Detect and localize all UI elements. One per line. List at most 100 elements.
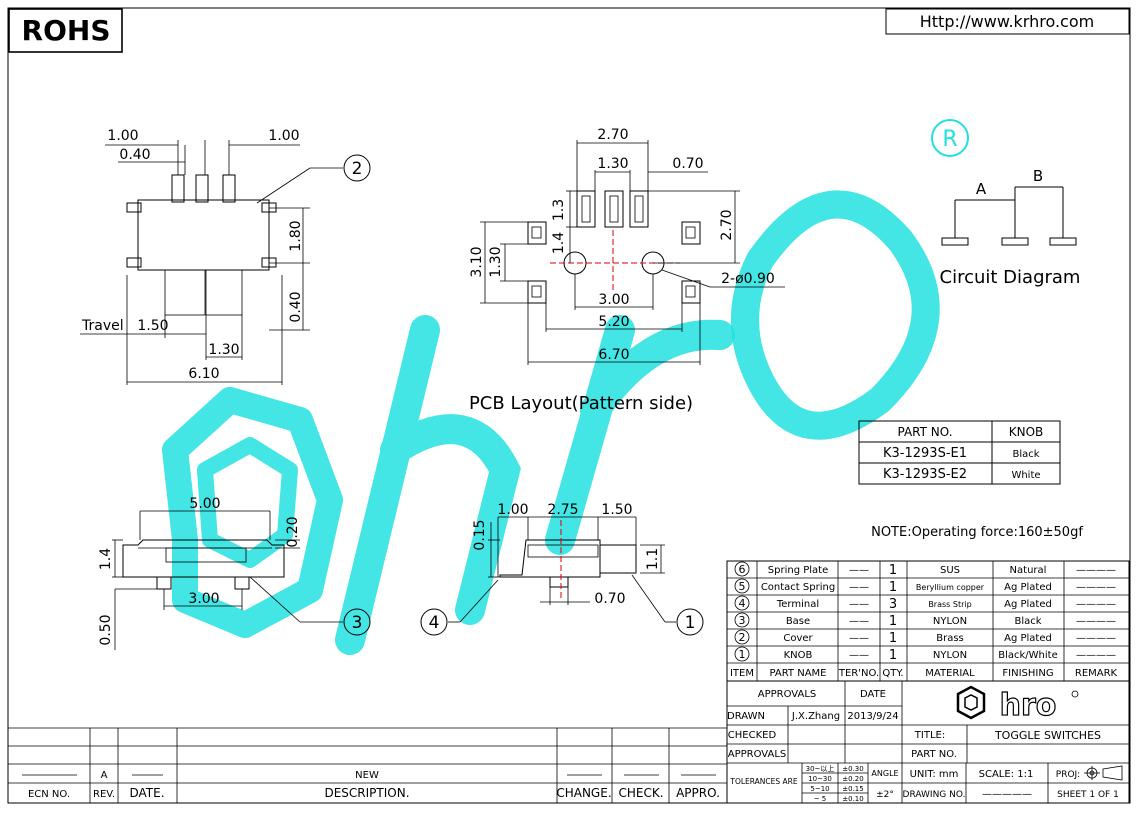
dim-front-height: 1.4 [98, 548, 114, 570]
dim-pcb-anchor-span: 5.20 [598, 314, 629, 330]
knob-table-part-2: K3-1293S-E2 [883, 467, 967, 482]
dim-top-pin-gap: 0.40 [119, 147, 150, 163]
bom-header-material: MATERIAL [925, 668, 975, 679]
circuit-label-a: A [976, 180, 987, 198]
bom-remark: ———— [1076, 650, 1116, 661]
tb-tol-range-1: 30~以上 [806, 764, 835, 773]
front-view: 5.00 1.4 0.20 3.00 0.50 3 [98, 496, 371, 650]
dim-pcb-pad-offset: 1.4 [551, 232, 567, 254]
dim-pcb-pad-span: 2.70 [597, 127, 628, 143]
bom-header-remark: REMARK [1075, 668, 1118, 679]
registered-mark: R [931, 119, 969, 157]
bom-part-name: Spring Plate [768, 565, 828, 576]
rev-header-ecn: ECN NO. [28, 789, 70, 800]
bom-material: NYLON [933, 650, 967, 661]
bom-header-item: ITEM [730, 668, 754, 679]
tb-tol-range-4: ~ 5 [814, 795, 827, 803]
rev-header-change: CHANGE. [556, 786, 611, 800]
dim-pcb-overall: 6.70 [598, 347, 629, 363]
tb-angle-value: ±2° [876, 790, 894, 800]
top-view: 1.00 0.40 1.00 1.80 0.40 Travel 1.50 1.3… [80, 128, 371, 385]
tb-drawing-no: DRAWING NO. [903, 790, 966, 800]
bom-part-name: Terminal [776, 599, 819, 610]
bom-item: 1 [739, 648, 746, 661]
bom-row: 6 Spring Plate —— 1 SUS Natural ———— [734, 561, 1116, 578]
bom-ter-no: —— [849, 599, 869, 610]
bom-qty: 1 [889, 563, 897, 578]
bom-row: 2 Cover —— 1 Brass Ag Plated ———— [734, 629, 1116, 646]
website-url: Http://www.krhro.com [920, 12, 1094, 31]
dim-pcb-row-span: 2.70 [719, 209, 735, 240]
dim-front-standoff: 0.50 [98, 614, 114, 645]
knob-table-knob-1: Black [1012, 449, 1039, 460]
side-view: 1.00 2.75 1.50 0.15 1.1 0.70 4 1 [420, 502, 704, 636]
tb-tol-value-1: ±0.30 [842, 765, 863, 773]
tb-approvals-2: APPROVALS [728, 749, 787, 760]
tb-tol-range-2: 10~30 [808, 775, 832, 783]
tb-part-no: PART NO. [911, 749, 957, 760]
rev-header-rev: REV. [93, 789, 115, 800]
tb-angle: ANGLE [871, 769, 898, 778]
bom-ter-no: —— [849, 650, 869, 661]
balloon-4: 4 [429, 613, 440, 633]
dim-side-height: 0.15 [472, 519, 488, 550]
bom-remark: ———— [1076, 565, 1116, 576]
tb-drawn-by: J.X.Zhang [791, 711, 840, 722]
bom-qty: 1 [889, 631, 897, 646]
bom-material: NYLON [933, 616, 967, 627]
rohs-label: ROHS [22, 14, 111, 47]
projection-symbol-icon [1084, 765, 1123, 781]
dim-top-overall: 6.10 [188, 366, 219, 382]
bom-row: 4 Terminal —— 3 Brass Strip Ag Plated ——… [734, 595, 1116, 612]
circuit-label-b: B [1033, 167, 1043, 185]
hro-logo-text: hro [1000, 688, 1057, 723]
bom-ter-no: —— [849, 633, 869, 644]
hro-logo: hro [956, 685, 1079, 724]
dim-side-center: 2.75 [547, 502, 578, 518]
bom-part-name: Cover [783, 633, 813, 644]
tb-unit: UNIT: mm [910, 769, 959, 780]
pcb-layout: 2.70 1.30 0.70 1.3 1.4 2.70 3.10 1.30 2-… [469, 127, 785, 414]
tb-tol-value-4: ±0.10 [842, 795, 863, 803]
bom-ter-no: —— [849, 582, 869, 593]
tb-tol-value-2: ±0.20 [842, 775, 863, 783]
tb-scale: SCALE: 1:1 [979, 769, 1034, 780]
bom-qty: 1 [889, 614, 897, 629]
tb-approvals: APPROVALS [758, 689, 817, 700]
bom-item: 5 [739, 580, 746, 593]
dim-top-pin-left: 1.00 [107, 128, 138, 144]
bom-qty: 1 [889, 580, 897, 595]
bom-row: 3 Base —— 1 NYLON Black ———— [734, 612, 1116, 629]
tb-sheet: SHEET 1 OF 1 [1057, 790, 1119, 800]
dim-pcb-hole-pitch: 3.00 [598, 292, 629, 308]
dim-top-knob-width: 1.30 [208, 342, 239, 358]
bom-remark: ———— [1076, 633, 1116, 644]
balloon-2: 2 [352, 159, 363, 179]
rev-header-appro: APPRO. [676, 786, 720, 800]
revision-block: A NEW ECN NO. REV. DATE. DESCRIPTION. CH… [8, 727, 727, 803]
tb-tol-range-3: 5~10 [810, 785, 829, 793]
bom-remark: ———— [1076, 582, 1116, 593]
dim-front-pin-pitch: 3.00 [188, 591, 219, 607]
bom-item: 4 [739, 597, 746, 610]
dim-pcb-height-outer: 3.10 [469, 246, 485, 277]
rev-header-date: DATE. [129, 786, 164, 800]
dim-front-top: 0.20 [285, 516, 301, 547]
operating-force-note: NOTE:Operating force:160±50gf [871, 525, 1083, 540]
bom-header-name: PART NAME [769, 668, 826, 679]
knob-table-knob-2: White [1011, 470, 1040, 481]
bom-row: 5 Contact Spring —— 1 Beryllium copper A… [734, 578, 1116, 595]
dim-top-terminal-gap: 0.40 [288, 291, 304, 322]
dim-pcb-height-inner: 1.30 [488, 246, 504, 277]
bom-part-name: Contact Spring [761, 582, 835, 593]
bom-finishing: Natural [1010, 565, 1047, 576]
bom-finishing: Ag Plated [1004, 582, 1052, 593]
registered-mark-letter: R [942, 127, 957, 152]
website-box [885, 8, 1130, 35]
tb-date: DATE [860, 689, 886, 700]
tb-tolerances: TOLERANCES ARE [729, 777, 798, 786]
bom-item: 2 [739, 631, 746, 644]
tb-checked: CHECKED [728, 730, 777, 741]
bom-item: 6 [739, 563, 746, 576]
